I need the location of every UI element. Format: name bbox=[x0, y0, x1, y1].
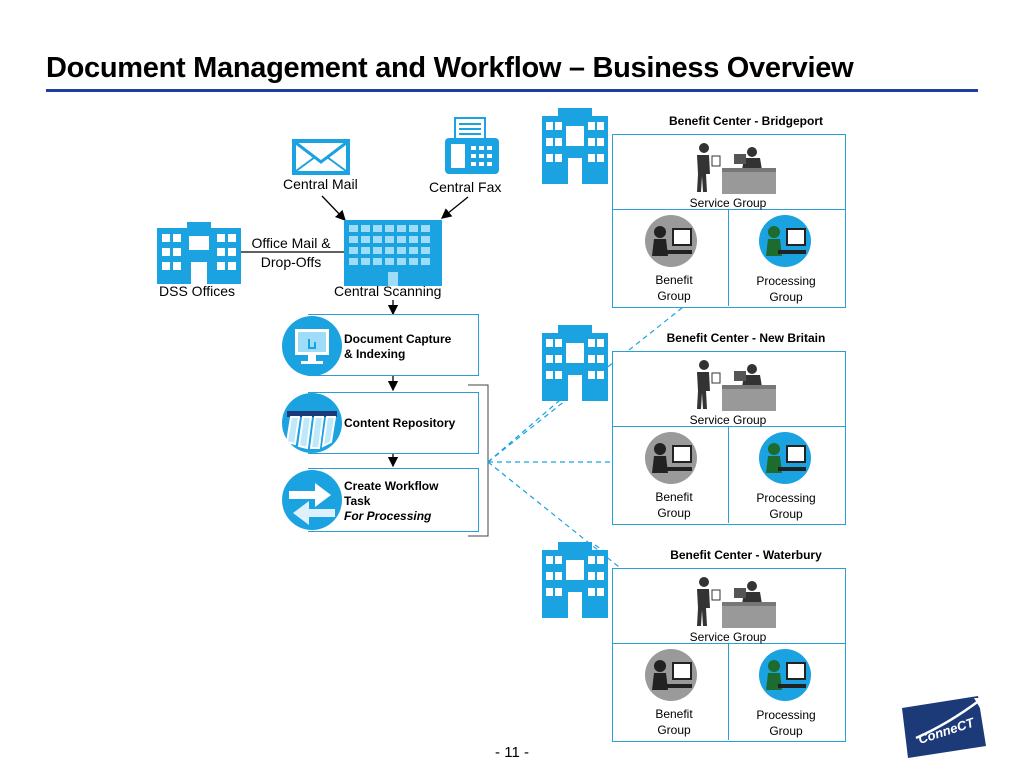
processing-line1: Processing bbox=[756, 491, 816, 505]
capture-line2: & Indexing bbox=[344, 347, 406, 361]
benefit-line2: Group bbox=[657, 723, 691, 737]
workflow-task-label: Create Workflow Task For Processing bbox=[344, 479, 438, 524]
processing-line2: Group bbox=[769, 724, 803, 738]
processing-line2: Group bbox=[769, 507, 803, 521]
processing-group-label: Processing Group bbox=[746, 273, 826, 305]
benefit-center-bridgeport: Benefit Center - Bridgeport Service Grou… bbox=[540, 106, 850, 308]
document-capture-label: Document Capture & Indexing bbox=[344, 332, 451, 362]
center-box bbox=[612, 351, 846, 525]
benefit-line1: Benefit bbox=[655, 707, 693, 721]
center-box bbox=[612, 568, 846, 742]
office-mail-line1: Office Mail & bbox=[251, 235, 331, 251]
center-title: Benefit Center - Bridgeport bbox=[668, 114, 823, 128]
connect-logo: ConneCT bbox=[902, 696, 986, 758]
service-group-label: Service Group bbox=[689, 196, 767, 210]
center-title: Benefit Center - New Britain bbox=[666, 331, 826, 345]
benefit-group-label: Benefit Group bbox=[644, 706, 704, 738]
benefit-worker-icon bbox=[645, 432, 697, 484]
benefit-worker-icon bbox=[645, 215, 697, 267]
building-icon bbox=[157, 222, 241, 284]
monitor-hand-icon bbox=[282, 316, 342, 376]
page-title: Document Management and Workflow – Busin… bbox=[46, 52, 854, 84]
processing-group-label: Processing Group bbox=[746, 490, 826, 522]
service-group-label: Service Group bbox=[689, 630, 767, 644]
central-fax-label: Central Fax bbox=[429, 179, 502, 195]
office-mail-label: Office Mail & Drop-Offs bbox=[246, 234, 336, 272]
service-group-label: Service Group bbox=[689, 413, 767, 427]
benefit-group-label: Benefit Group bbox=[644, 272, 704, 304]
processing-worker-icon bbox=[759, 649, 811, 701]
scanner-building-icon bbox=[344, 220, 442, 286]
dss-offices-label: DSS Offices bbox=[159, 283, 235, 299]
center-divider-v bbox=[728, 209, 729, 306]
processing-worker-icon bbox=[759, 215, 811, 267]
benefit-center-new-britain: Benefit Center - New Britain Service Gro… bbox=[540, 323, 850, 525]
capture-line1: Document Capture bbox=[344, 332, 452, 346]
processing-line2: Group bbox=[769, 290, 803, 304]
benefit-line1: Benefit bbox=[655, 273, 693, 287]
processing-group-label: Processing Group bbox=[746, 707, 826, 739]
processing-worker-icon bbox=[759, 432, 811, 484]
service-desk-icon bbox=[697, 143, 776, 194]
benefit-center-waterbury: Benefit Center - Waterbury Service Group bbox=[540, 540, 850, 742]
building-icon bbox=[542, 542, 608, 618]
envelope-icon bbox=[292, 139, 350, 175]
workflow-line2: Task bbox=[344, 494, 371, 508]
office-mail-line2: Drop-Offs bbox=[260, 254, 322, 270]
benefit-line2: Group bbox=[657, 289, 691, 303]
central-mail-label: Central Mail bbox=[283, 176, 358, 192]
benefit-line1: Benefit bbox=[655, 490, 693, 504]
workflow-arrows-icon bbox=[282, 470, 342, 530]
central-scanning-label: Central Scanning bbox=[334, 283, 442, 299]
center-box bbox=[612, 134, 846, 308]
page-number: - 11 - bbox=[495, 744, 529, 761]
service-desk-icon bbox=[697, 360, 776, 411]
workflow-line1: Create Workflow bbox=[344, 479, 439, 493]
fax-icon bbox=[445, 117, 499, 174]
processing-line1: Processing bbox=[756, 708, 816, 722]
benefit-line2: Group bbox=[657, 506, 691, 520]
title-rule bbox=[46, 89, 978, 92]
repository-icon bbox=[282, 393, 342, 453]
processing-line1: Processing bbox=[756, 274, 816, 288]
benefit-worker-icon bbox=[645, 649, 697, 701]
center-title: Benefit Center - Waterbury bbox=[670, 548, 822, 562]
service-desk-icon bbox=[697, 577, 776, 628]
benefit-group-label: Benefit Group bbox=[644, 489, 704, 521]
center-divider-v bbox=[728, 426, 729, 523]
center-divider-v bbox=[728, 643, 729, 740]
building-icon bbox=[542, 325, 608, 401]
building-icon bbox=[542, 108, 608, 184]
content-repository-label: Content Repository bbox=[344, 416, 456, 430]
workflow-line3: For Processing bbox=[344, 509, 432, 523]
